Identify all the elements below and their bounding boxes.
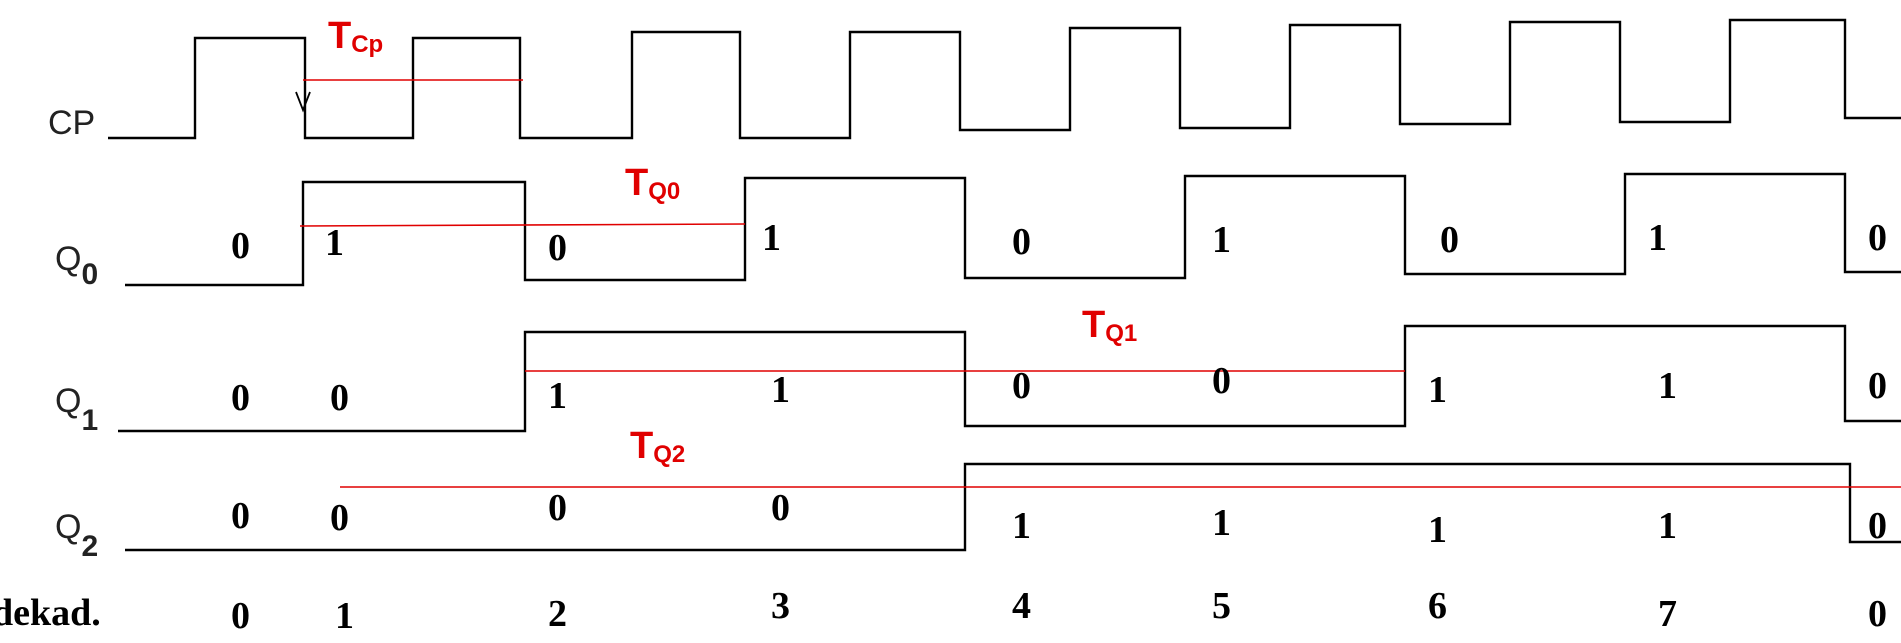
q1-waveform xyxy=(118,324,1901,433)
cp-waveform xyxy=(108,18,1901,140)
q0-bit: 0 xyxy=(231,225,250,267)
falling-edge-arrow-icon xyxy=(295,91,311,113)
decimal-value: 7 xyxy=(1658,593,1677,635)
decimal-value: 6 xyxy=(1428,585,1447,627)
tq0-period-line xyxy=(299,223,746,227)
q2-bit: 0 xyxy=(548,487,567,529)
decimal-value: 5 xyxy=(1212,585,1231,627)
q0-bit: 0 xyxy=(1012,221,1031,263)
q2-bit: 0 xyxy=(1868,505,1887,547)
q1-bit: 0 xyxy=(1868,365,1887,407)
q0-bit: 0 xyxy=(1440,219,1459,261)
tq2-label: TQ2 xyxy=(630,425,685,468)
tq0-label: TQ0 xyxy=(625,162,680,205)
decimal-value: 0 xyxy=(231,595,250,637)
q0-waveform xyxy=(125,172,1901,287)
q1-bit: 0 xyxy=(231,377,250,419)
decimal-value: 1 xyxy=(335,595,354,637)
q1-bit: 1 xyxy=(1428,369,1447,411)
q2-waveform xyxy=(125,462,1901,552)
q0-bit: 0 xyxy=(548,227,567,269)
q2-bit: 0 xyxy=(330,497,349,539)
q0-bit: 1 xyxy=(1212,219,1231,261)
q1-bit: 0 xyxy=(1212,360,1231,402)
q1-bit-values: 0 0 1 1 0 0 1 1 0 xyxy=(231,360,1887,419)
q2-bit: 0 xyxy=(771,487,790,529)
q2-bit: 1 xyxy=(1012,505,1031,547)
q2-bit-values: 0 0 0 0 1 1 1 1 0 xyxy=(231,487,1887,551)
decimal-value: 2 xyxy=(548,593,567,635)
decimal-values: 0 1 2 3 4 5 6 7 0 xyxy=(231,585,1887,637)
q1-label: Q1 xyxy=(55,382,98,437)
q2-bit: 1 xyxy=(1658,505,1677,547)
cp-label: CP xyxy=(48,104,95,142)
q0-bit-values: 0 1 0 1 0 1 0 1 0 xyxy=(231,217,1887,269)
tcp-label: TCp xyxy=(328,15,383,58)
q1-bit: 1 xyxy=(1658,365,1677,407)
q0-bit: 1 xyxy=(1648,217,1667,259)
tq1-label: TQ1 xyxy=(1082,304,1137,347)
q1-bit: 0 xyxy=(1012,365,1031,407)
decimal-value: 4 xyxy=(1012,585,1031,627)
q0-bit: 1 xyxy=(762,217,781,259)
decimal-value: 0 xyxy=(1868,593,1887,635)
q2-label: Q2 xyxy=(55,508,98,563)
q1-bit: 0 xyxy=(330,377,349,419)
q0-bit: 0 xyxy=(1868,217,1887,259)
q0-bit: 1 xyxy=(325,222,344,264)
q0-label: Q0 xyxy=(55,240,98,291)
q2-bit: 1 xyxy=(1428,509,1447,551)
decimal-row-label: dekad. xyxy=(0,592,101,634)
q2-bit: 1 xyxy=(1212,502,1231,544)
q1-bit: 1 xyxy=(548,375,567,417)
q1-bit: 1 xyxy=(771,369,790,411)
decimal-value: 3 xyxy=(771,585,790,627)
q2-bit: 0 xyxy=(231,495,250,537)
